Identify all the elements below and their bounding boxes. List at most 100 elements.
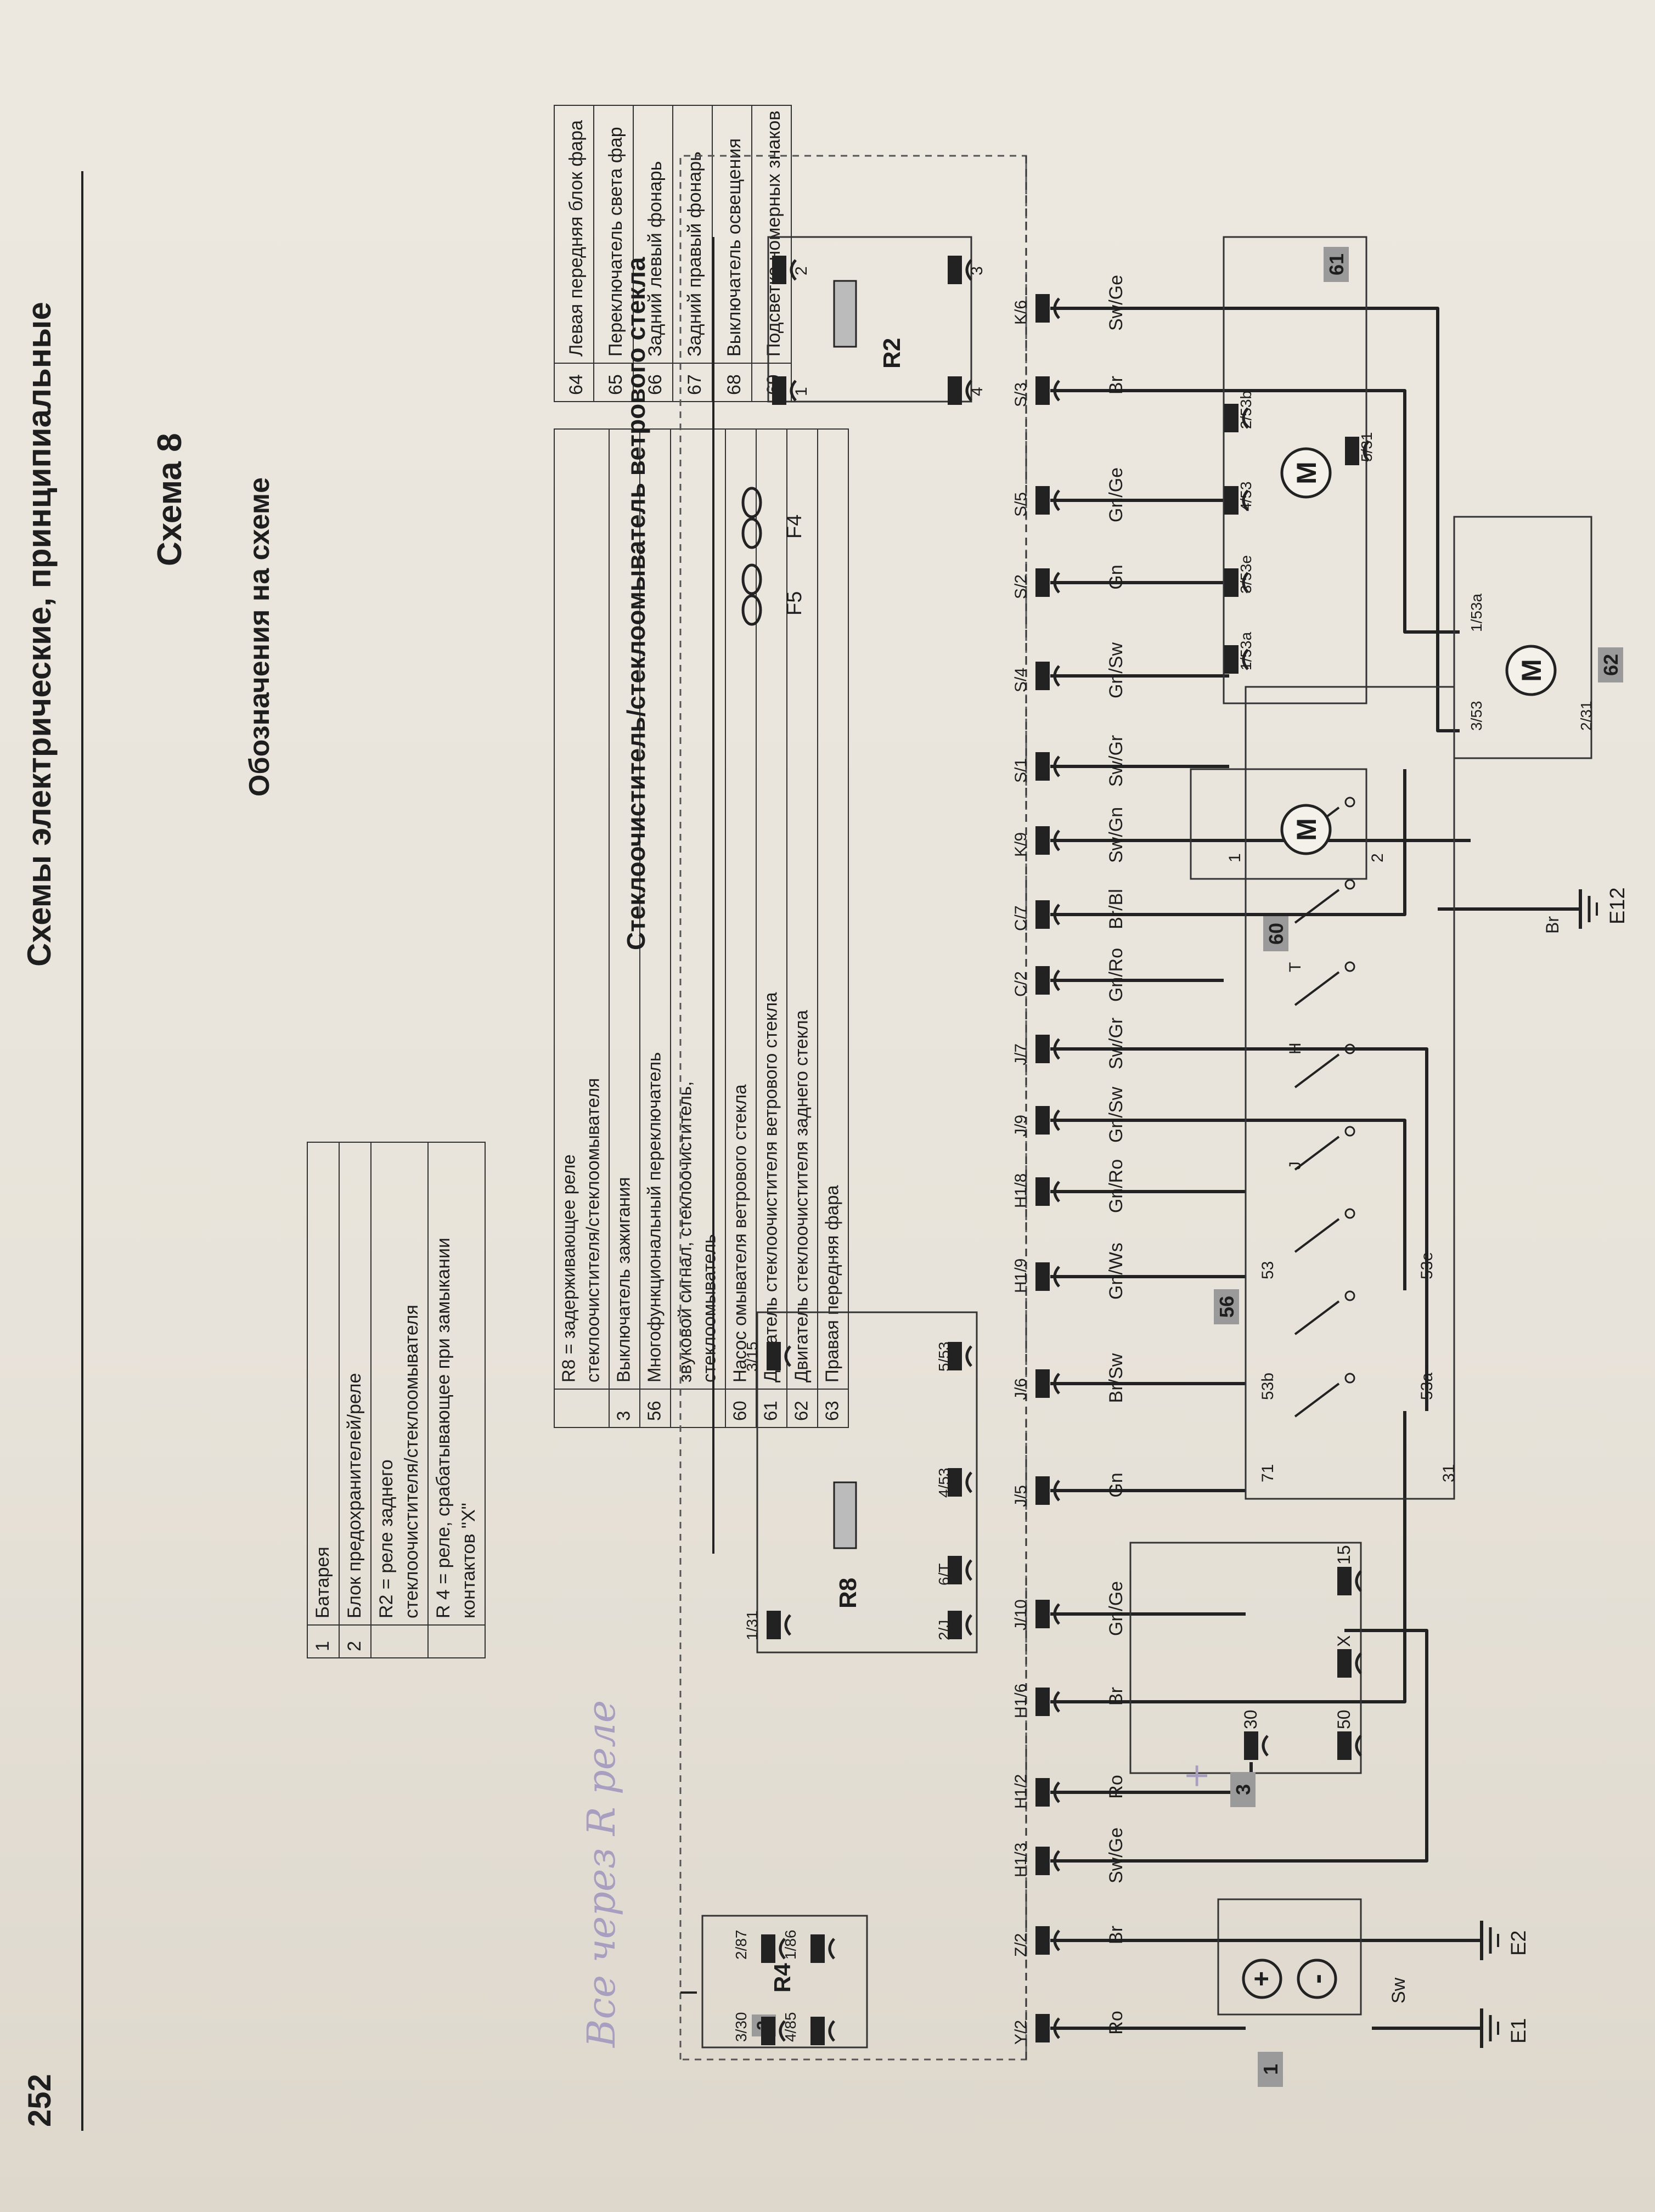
legend-text: Подсветка номерных знаков xyxy=(763,111,784,357)
relay-r4-pin: 1/86 xyxy=(782,1930,799,1960)
wiper-motor-number: 61 xyxy=(1325,253,1348,275)
wiper-motor-pin-label: 4/53 xyxy=(1237,482,1254,512)
fuse-F4 xyxy=(741,517,762,549)
wire-label: Sw/Ge xyxy=(1106,1827,1127,1883)
wire xyxy=(1097,389,1460,634)
diagram-caption: Стеклоочиститель/стеклоомыватель ветрово… xyxy=(622,257,650,950)
legend-number: 3 xyxy=(613,1411,633,1421)
wire-label: Sw/Gn xyxy=(1106,807,1127,863)
wire xyxy=(1097,769,1406,916)
connector-S/2 xyxy=(1035,568,1050,597)
fuse-label: F4 xyxy=(783,515,806,539)
ignition-pin-X xyxy=(1337,1649,1352,1678)
washer-pump-number: 60 xyxy=(1265,923,1287,945)
switch-pin-label: 53b xyxy=(1259,1373,1277,1400)
connector-S/3 xyxy=(1035,376,1050,405)
wire-label: Br/Bl xyxy=(1106,889,1127,929)
relay-r8-pin-6/T xyxy=(948,1556,962,1584)
wire-label: Br xyxy=(1106,1687,1127,1706)
wire-label: Br/Sw xyxy=(1106,1353,1127,1403)
legend-number: 61 xyxy=(760,1401,780,1421)
page-number: 252 xyxy=(22,2074,58,2127)
connector-Z/2 xyxy=(1035,1926,1050,1955)
wire-label: Br xyxy=(1106,376,1127,394)
wire-label: Sw/Gr xyxy=(1106,735,1127,787)
connector-C/2 xyxy=(1035,966,1050,995)
motor-letter: M xyxy=(1516,659,1547,682)
relay-r8-pin: 5/53 xyxy=(936,1342,953,1372)
relay-r2-pin: 4 xyxy=(968,387,986,396)
connector-H1/8 xyxy=(1035,1177,1050,1206)
pump-pin-label: 1 xyxy=(1226,853,1244,862)
wire xyxy=(1097,1119,1406,1290)
legend-number: 60 xyxy=(729,1401,750,1421)
relay-r8-pin: 2/J xyxy=(936,1620,953,1640)
connector-J/7 xyxy=(1035,1035,1050,1063)
wire xyxy=(1097,307,1460,732)
relay-r8-pin: 1/31 xyxy=(744,1611,761,1641)
connector-H1/2 xyxy=(1035,1778,1050,1807)
legend-text: Левая передняя блок фара xyxy=(566,120,587,357)
relay-r8-pin: 4/53 xyxy=(936,1468,953,1498)
connector-H1/3 xyxy=(1035,1847,1050,1875)
wire-label: Gn/Sw xyxy=(1106,1087,1127,1143)
relay-r8-pin: 3/15 xyxy=(744,1342,761,1372)
relay-r4-pin: 4/85 xyxy=(782,2012,799,2042)
relay-r8-name: R8 xyxy=(835,1578,862,1609)
legend-text: Выключатель зажигания xyxy=(613,1177,633,1383)
legend-text: Многофункциональный переключатель xyxy=(644,1052,664,1383)
connector-label: J/7 xyxy=(1012,1043,1030,1065)
wire-label: Gn/Ro xyxy=(1106,948,1127,1002)
legend-title: Обозначения на схеме xyxy=(244,477,275,797)
relay-r4-pin-3/30 xyxy=(761,2017,775,2045)
battery-wire-label: Sw xyxy=(1388,1977,1409,2004)
rear-motor-pin-label: 3/53 xyxy=(1468,701,1485,731)
relay-r4-pin-2/87 xyxy=(761,1934,775,1963)
switch-pin-label: H xyxy=(1286,1042,1304,1054)
connector-label: J/9 xyxy=(1012,1115,1030,1137)
connector-label: H1/8 xyxy=(1012,1173,1030,1208)
multifunction-switch-box xyxy=(1245,686,1455,1500)
switch-pin-label: 53 xyxy=(1259,1261,1277,1279)
relay-r2-pin-1 xyxy=(772,376,786,405)
motor-letter: M xyxy=(1291,461,1322,484)
rear-wiper-motor xyxy=(1505,645,1557,696)
relay-r8-pin-4/53 xyxy=(948,1468,962,1497)
legend-text: Двигатель стеклоочистителя ветрового сте… xyxy=(760,992,780,1383)
schema-title: Схема 8 xyxy=(151,433,189,566)
pump-pin-label: 2 xyxy=(1369,853,1387,862)
wire-label: Gn xyxy=(1106,565,1127,589)
fuse-label: F5 xyxy=(783,591,806,616)
wire-label: Gn/Ge xyxy=(1106,1581,1127,1636)
relay-r4-box xyxy=(701,1915,868,2049)
connector-C/7 xyxy=(1035,900,1050,929)
relay-r2-box xyxy=(767,236,972,403)
connector-H1/6 xyxy=(1035,1688,1050,1716)
wire-label: Gn/Sw xyxy=(1106,642,1127,698)
wiper-motor-pin-label: 1/53a xyxy=(1237,632,1254,670)
connector-label: Y/2 xyxy=(1012,2020,1030,2045)
legend-number: 65 xyxy=(605,374,626,395)
legend-text: стеклоочистителя/стеклоомывателя xyxy=(401,1305,422,1618)
connector-label: S/4 xyxy=(1012,668,1030,692)
legend-number: 63 xyxy=(821,1401,842,1421)
rear-wiper-motor-number: 62 xyxy=(1600,654,1622,676)
ignition-pin-50 xyxy=(1337,1731,1352,1760)
legend-text: стеклоомыватель xyxy=(699,1234,719,1383)
switch-pin-label: 53e xyxy=(1418,1252,1436,1279)
connector-K/9 xyxy=(1035,826,1050,855)
connector-J/6 xyxy=(1035,1369,1050,1398)
wire-label: Gn xyxy=(1106,1472,1127,1497)
relay-r2-pin-3 xyxy=(948,256,962,284)
washer-pump-number-bg xyxy=(1263,916,1288,951)
connector-label: K/6 xyxy=(1012,300,1030,325)
connector-K/6 xyxy=(1035,294,1050,323)
legend-text: Выключатель освещения xyxy=(724,138,745,357)
relay-r8-pin-5/53 xyxy=(948,1342,962,1370)
relay-r8-pin-1/31 xyxy=(767,1611,781,1639)
wire-label: Ro xyxy=(1106,1775,1127,1798)
